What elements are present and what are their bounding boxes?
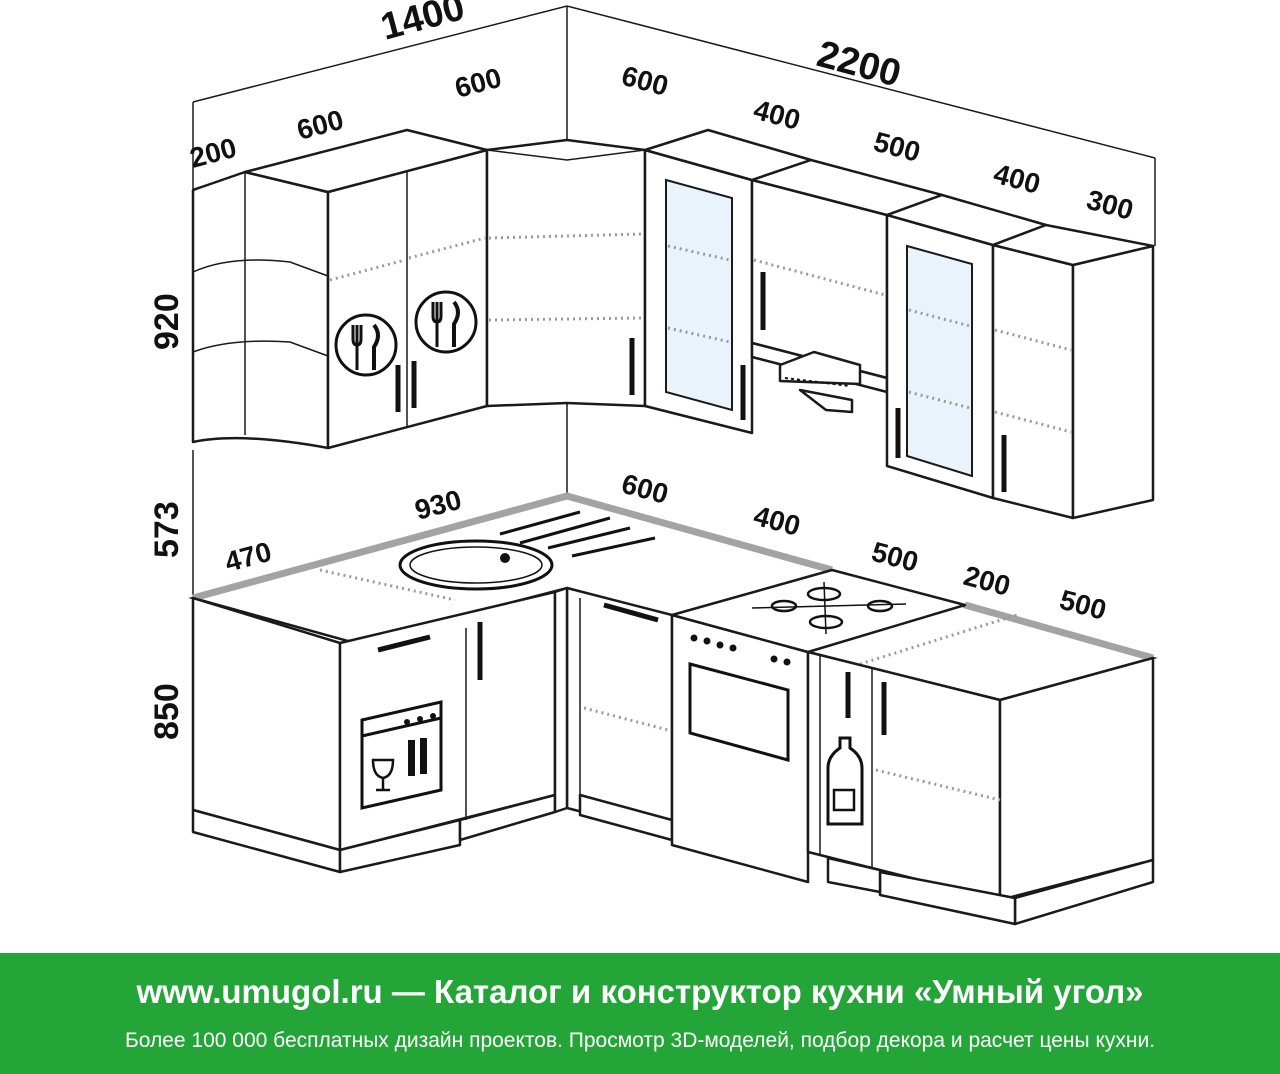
cutlery-icon-1	[334, 313, 398, 377]
dim-lower-right-2: 400	[750, 500, 803, 542]
dim-height-upper: 920	[148, 293, 186, 350]
upper-open-shelf	[191, 170, 330, 450]
extractor-hood-icon	[750, 341, 889, 414]
burner-icons	[751, 581, 907, 635]
room-outline	[192, 5, 1156, 595]
lower-cabinet-middle	[553, 586, 674, 842]
upper-cabinet-right	[991, 223, 1155, 520]
dim-lower-right-5: 500	[1056, 584, 1109, 626]
dim-lower-left-1: 470	[222, 536, 275, 578]
upper-cabinet-hood	[750, 158, 944, 414]
dim-lower-right-3: 500	[868, 536, 921, 578]
upper-glass-cabinet-1	[643, 128, 813, 435]
bottle-icon	[826, 736, 864, 826]
dim-upper-right-4: 400	[990, 158, 1043, 200]
dim-lower-right-4: 200	[960, 560, 1013, 602]
dim-lower-left-2: 930	[412, 484, 465, 526]
dim-upper-left-1: 200	[187, 132, 240, 174]
dim-upper-right-2: 400	[750, 94, 803, 136]
countertop	[188, 492, 1158, 702]
dim-lower-right-1: 600	[618, 468, 671, 510]
upper-corner-cabinet	[485, 138, 647, 408]
lower-cabinet-left	[191, 590, 557, 874]
upper-cabinet-double-left	[243, 128, 489, 450]
banner-subtitle: Более 100 000 бесплатных дизайн проектов…	[124, 1029, 1156, 1052]
lower-cabinet-right	[806, 650, 1155, 926]
sink-icon	[398, 510, 656, 591]
dim-upper-left-2: 600	[294, 104, 347, 146]
stove	[670, 568, 967, 884]
banner-title[interactable]: www.umugol.ru — Каталог и конструктор ку…	[136, 973, 1144, 1010]
kitchen-diagram: 1400 2200 200 600 600 600 400 500 400 30…	[148, 0, 1158, 926]
dishwasher-icon	[360, 700, 443, 810]
dim-top-left: 1400	[376, 0, 469, 49]
dim-top-right: 2200	[813, 33, 906, 95]
oven-knobs	[690, 634, 791, 666]
cutlery-icon-2	[414, 290, 478, 354]
footer-banner: www.umugol.ru — Каталог и конструктор ку…	[0, 953, 1280, 1074]
dim-height-gap: 573	[148, 501, 186, 558]
dim-upper-right-3: 500	[870, 126, 923, 168]
oven-door	[688, 662, 790, 762]
dim-upper-right-1: 600	[618, 60, 671, 102]
upper-glass-cabinet-2	[885, 193, 1048, 500]
dim-upper-left-3: 600	[452, 62, 505, 104]
dim-height-lower: 850	[148, 683, 186, 740]
dim-upper-right-5: 300	[1083, 184, 1136, 226]
